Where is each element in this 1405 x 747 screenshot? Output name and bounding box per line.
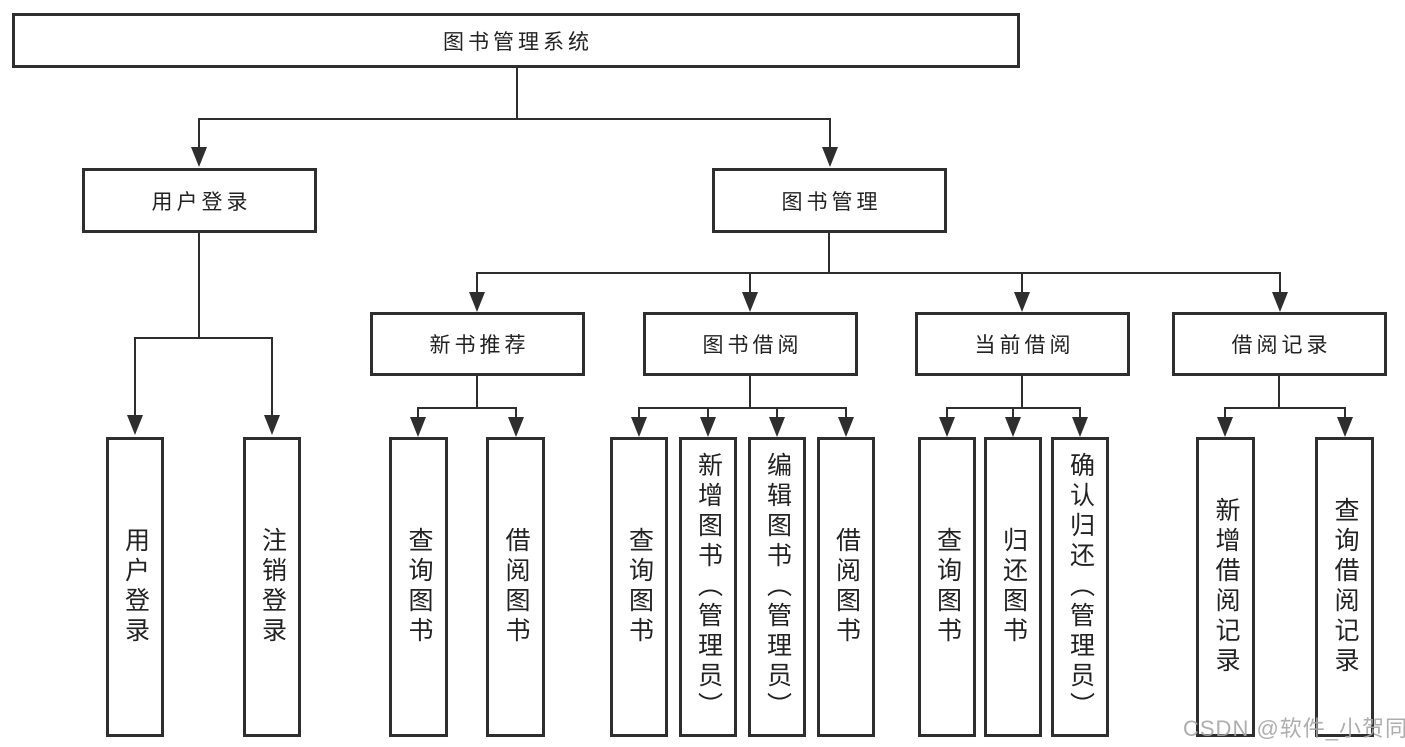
arrow-down-icon (700, 417, 716, 437)
node-return-books: 归还图书 (984, 437, 1042, 737)
connector-line (749, 272, 751, 294)
arrow-down-icon (838, 417, 854, 437)
arrow-down-icon (1005, 417, 1021, 437)
arrow-down-icon (127, 415, 143, 435)
arrow-down-icon (742, 292, 758, 312)
arrow-down-icon (631, 417, 647, 437)
node-logout: 注销登录 (243, 437, 301, 737)
connector-line (639, 407, 847, 409)
node-book-management-group: 图书管理 (712, 168, 947, 233)
connector-line (638, 407, 640, 419)
node-query-books-2: 查询图书 (610, 437, 668, 737)
arrow-down-icon (1337, 417, 1353, 437)
node-user-login: 用户登录 (106, 437, 164, 737)
connector-line (271, 337, 273, 417)
arrow-down-icon (469, 292, 485, 312)
connector-line (134, 337, 273, 339)
node-query-borrow-record: 查询借阅记录 (1315, 437, 1374, 737)
node-confirm-return-admin: 确认归还（管理员） (1051, 437, 1109, 737)
connector-line (845, 407, 847, 419)
node-add-books-admin: 新增图书（管理员） (679, 437, 737, 737)
connector-line (829, 118, 831, 150)
connector-line (1279, 272, 1281, 294)
connector-line (515, 407, 517, 419)
connector-line (1225, 407, 1346, 409)
connector-line (418, 407, 517, 409)
connector-line (749, 376, 751, 409)
arrow-down-icon (1072, 417, 1088, 437)
connector-line (477, 272, 1281, 274)
connector-line (1278, 376, 1280, 409)
arrow-down-icon (1217, 417, 1233, 437)
node-edit-books-admin: 编辑图书（管理员） (748, 437, 806, 737)
connector-line (417, 407, 419, 419)
arrow-down-icon (264, 415, 280, 435)
arrow-down-icon (939, 417, 955, 437)
arrow-down-icon (769, 417, 785, 437)
connector-line (1012, 407, 1014, 419)
node-root-system: 图书管理系统 (12, 13, 1020, 68)
node-borrow-books-1: 借阅图书 (486, 437, 545, 737)
connector-line (776, 407, 778, 419)
connector-line (198, 118, 831, 120)
node-book-borrow: 图书借阅 (643, 312, 858, 376)
node-new-book-recommend: 新书推荐 (370, 312, 585, 376)
node-query-books-1: 查询图书 (389, 437, 448, 737)
node-query-books-3: 查询图书 (918, 437, 976, 737)
connector-line (946, 407, 948, 419)
arrow-down-icon (1014, 292, 1030, 312)
arrow-down-icon (191, 147, 207, 167)
connector-line (476, 272, 478, 294)
arrow-down-icon (1272, 292, 1288, 312)
arrow-down-icon (508, 417, 524, 437)
node-borrow-books-2: 借阅图书 (817, 437, 875, 737)
node-borrow-records: 借阅记录 (1172, 312, 1387, 376)
arrow-down-icon (822, 147, 838, 167)
connector-line (707, 407, 709, 419)
connector-line (1021, 272, 1023, 294)
node-add-borrow-record: 新增借阅记录 (1196, 437, 1255, 737)
csdn-watermark: CSDN @软件_小贺同学 (1183, 716, 1405, 741)
connector-line (1224, 407, 1226, 419)
connector-line (198, 118, 200, 150)
connector-line (134, 337, 136, 417)
connector-line (828, 233, 830, 274)
connector-line (1079, 407, 1081, 419)
arrow-down-icon (410, 417, 426, 437)
connector-line (516, 68, 518, 118)
node-current-borrow: 当前借阅 (915, 312, 1130, 376)
connector-line (198, 233, 200, 339)
connector-line (476, 376, 478, 409)
connector-line (947, 407, 1081, 409)
connector-line (1344, 407, 1346, 419)
connector-line (1021, 376, 1023, 409)
node-user-login-group: 用户登录 (82, 168, 317, 233)
